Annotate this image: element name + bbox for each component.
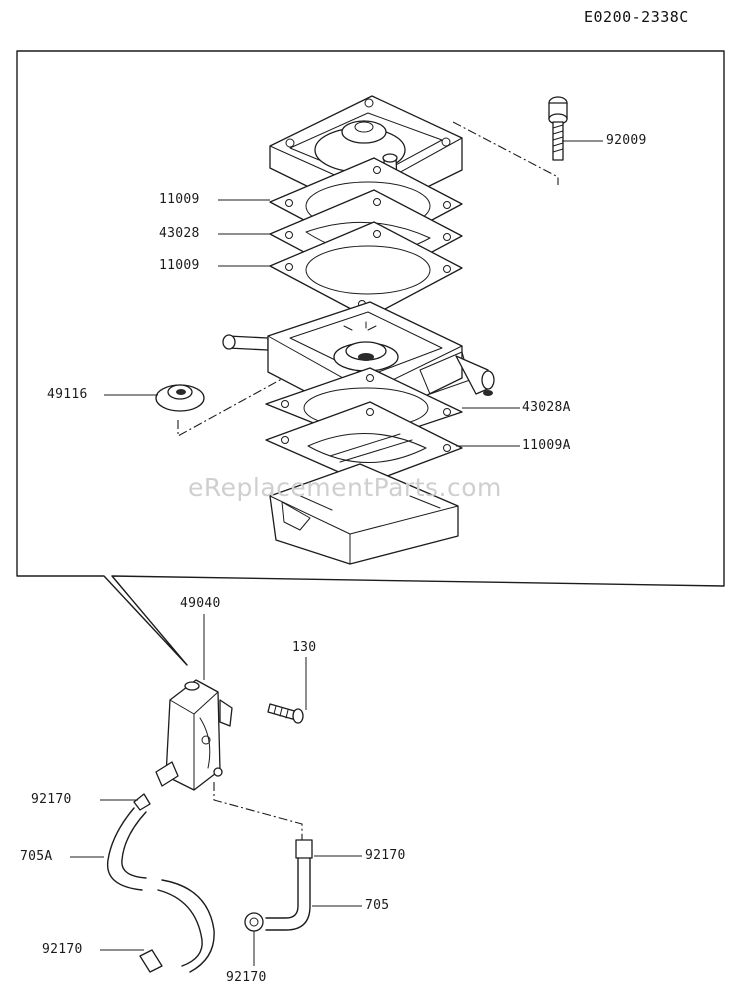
- diagram-code: E0200-2338C: [584, 8, 689, 26]
- callout-43028[interactable]: 43028: [159, 226, 200, 241]
- detail-frame: [16, 50, 725, 666]
- callout-11009-top[interactable]: 11009: [159, 192, 200, 207]
- callout-49116[interactable]: 49116: [47, 387, 88, 402]
- bolt-92009[interactable]: [548, 96, 568, 161]
- callout-43028A[interactable]: 43028A: [522, 400, 571, 415]
- callout-92170-right[interactable]: 92170: [365, 848, 406, 863]
- callout-92170-lowleft[interactable]: 92170: [42, 942, 83, 957]
- callout-705[interactable]: 705: [365, 898, 390, 913]
- callout-92009[interactable]: 92009: [606, 133, 647, 148]
- hose-705A[interactable]: [106, 793, 215, 973]
- hose-705[interactable]: [244, 839, 313, 932]
- callout-130[interactable]: 130: [292, 640, 317, 655]
- valve-49116[interactable]: [155, 384, 205, 412]
- centerline-bolt: [452, 121, 559, 185]
- callout-49040[interactable]: 49040: [180, 596, 221, 611]
- callout-705A[interactable]: 705A: [20, 849, 53, 864]
- callout-92170-left[interactable]: 92170: [31, 792, 72, 807]
- fuel-pump-assembly-49040[interactable]: [155, 679, 233, 791]
- callout-92170-bottom[interactable]: 92170: [226, 970, 267, 985]
- callout-11009-mid[interactable]: 11009: [159, 258, 200, 273]
- gasket-11009-lower[interactable]: [269, 221, 463, 319]
- centerline-fuel: [213, 782, 303, 840]
- centerline-valve: [177, 324, 381, 437]
- screw-130[interactable]: [267, 703, 304, 724]
- leader-lines: [70, 140, 603, 966]
- pump-base[interactable]: [269, 463, 459, 565]
- callout-11009A[interactable]: 11009A: [522, 438, 571, 453]
- watermark: eReplacementParts.com: [188, 473, 502, 502]
